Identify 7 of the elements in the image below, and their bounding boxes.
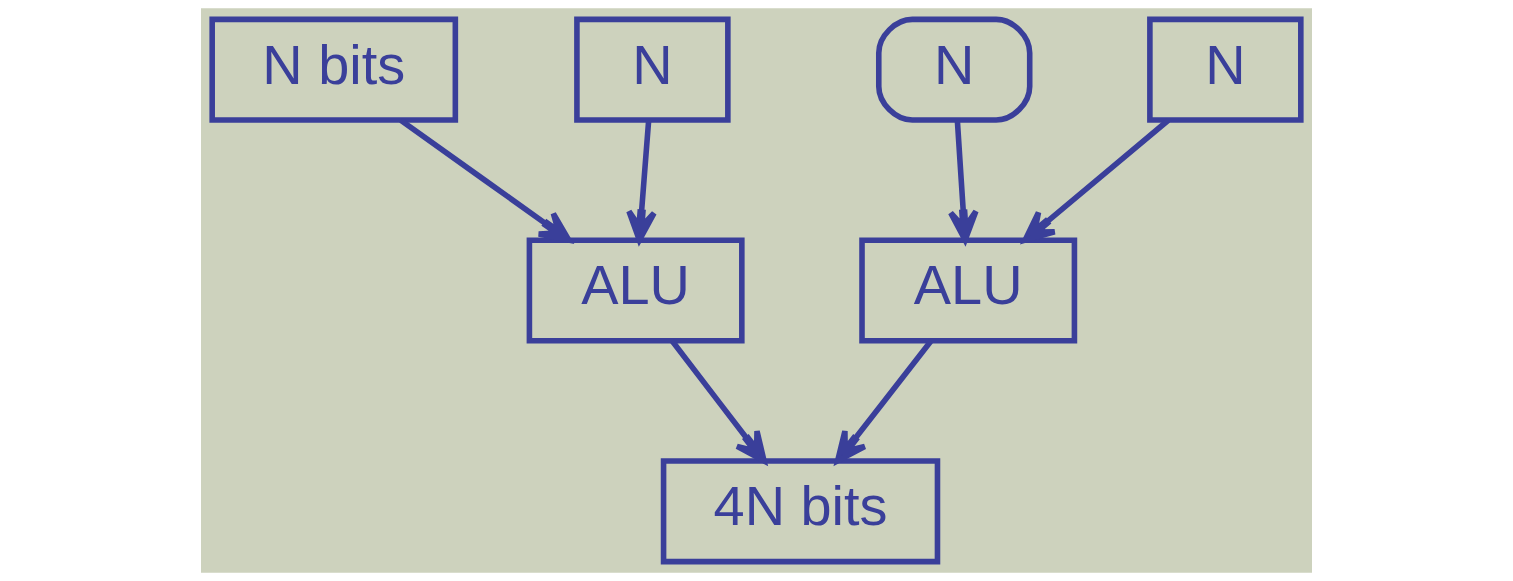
node-box: ALU — [526, 237, 745, 344]
node-box: N — [876, 16, 1033, 123]
node-box: ALU — [859, 237, 1078, 344]
node-box: 4N bits — [660, 458, 941, 565]
node-box: N bits — [209, 16, 459, 123]
node-box: N — [574, 16, 731, 123]
node-box: N — [1147, 16, 1304, 123]
